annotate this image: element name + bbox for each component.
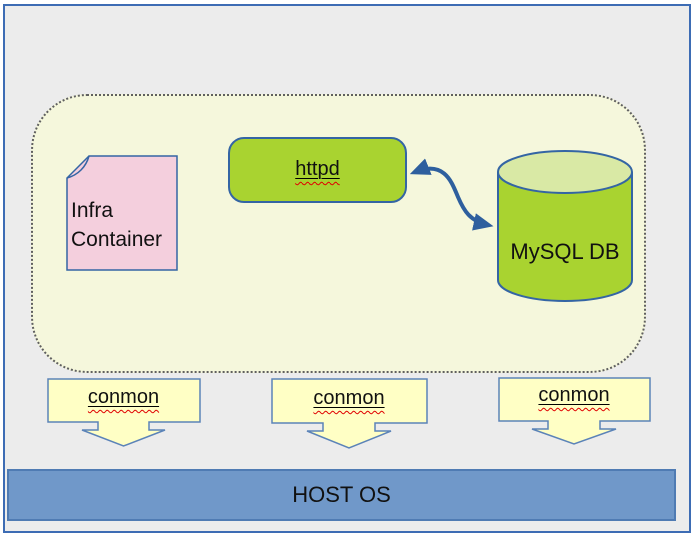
conmon-callout-middle	[271, 378, 428, 449]
httpd-container-shape	[228, 137, 407, 203]
infra-container-label: Infra Container	[71, 199, 163, 251]
mysql-db-cylinder	[497, 150, 633, 302]
mysql-db-label: MySQL DB	[510, 239, 620, 264]
conmon-callout-right	[498, 377, 651, 445]
httpd-label-text: httpd	[295, 158, 340, 180]
infra-container-shape	[66, 155, 178, 271]
conmon-label-right: conmon	[538, 384, 610, 406]
conmon-callout-left	[47, 378, 201, 447]
conmon-label-left: conmon	[87, 386, 160, 408]
httpd-mysql-arrow	[409, 158, 494, 231]
conmon-label-middle: conmon	[313, 387, 385, 409]
host-os-label: HOST OS	[292, 482, 391, 507]
httpd-label: httpd	[228, 158, 407, 181]
host-os-bar	[7, 469, 676, 521]
